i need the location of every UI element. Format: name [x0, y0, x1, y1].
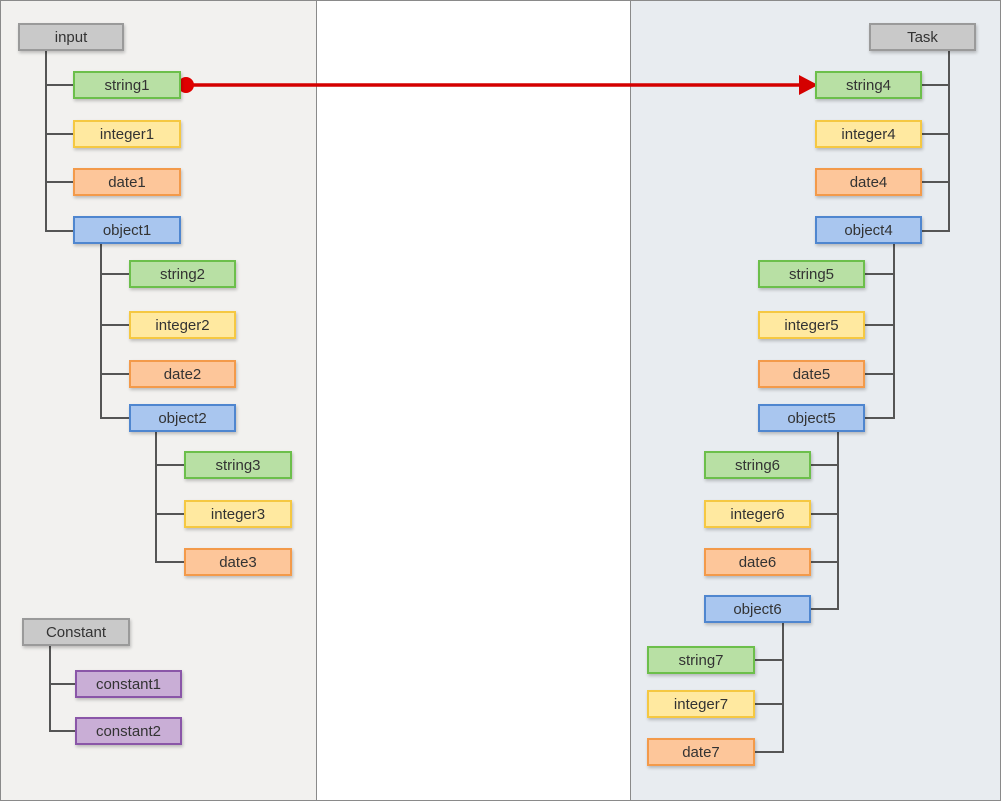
node-date1[interactable]: date1	[73, 168, 181, 196]
node-date5[interactable]: date5	[758, 360, 865, 388]
mapping-panel	[316, 0, 631, 801]
node-integer2[interactable]: integer2	[129, 311, 236, 339]
node-integer1[interactable]: integer1	[73, 120, 181, 148]
node-string1[interactable]: string1	[73, 71, 181, 99]
task-root-node[interactable]: Task	[869, 23, 976, 51]
node-object1[interactable]: object1	[73, 216, 181, 244]
node-string4[interactable]: string4	[815, 71, 922, 99]
node-integer7[interactable]: integer7	[647, 690, 755, 718]
node-integer6[interactable]: integer6	[704, 500, 811, 528]
node-integer3[interactable]: integer3	[184, 500, 292, 528]
input-root-node[interactable]: input	[18, 23, 124, 51]
node-string7[interactable]: string7	[647, 646, 755, 674]
node-date2[interactable]: date2	[129, 360, 236, 388]
node-constant2[interactable]: constant2	[75, 717, 182, 745]
node-object5[interactable]: object5	[758, 404, 865, 432]
node-date7[interactable]: date7	[647, 738, 755, 766]
node-string5[interactable]: string5	[758, 260, 865, 288]
node-integer4[interactable]: integer4	[815, 120, 922, 148]
node-string6[interactable]: string6	[704, 451, 811, 479]
node-object2[interactable]: object2	[129, 404, 236, 432]
node-date6[interactable]: date6	[704, 548, 811, 576]
node-string2[interactable]: string2	[129, 260, 236, 288]
node-date4[interactable]: date4	[815, 168, 922, 196]
node-object4[interactable]: object4	[815, 216, 922, 244]
node-object6[interactable]: object6	[704, 595, 811, 623]
constant-root-node[interactable]: Constant	[22, 618, 130, 646]
node-constant1[interactable]: constant1	[75, 670, 182, 698]
node-date3[interactable]: date3	[184, 548, 292, 576]
node-integer5[interactable]: integer5	[758, 311, 865, 339]
node-string3[interactable]: string3	[184, 451, 292, 479]
